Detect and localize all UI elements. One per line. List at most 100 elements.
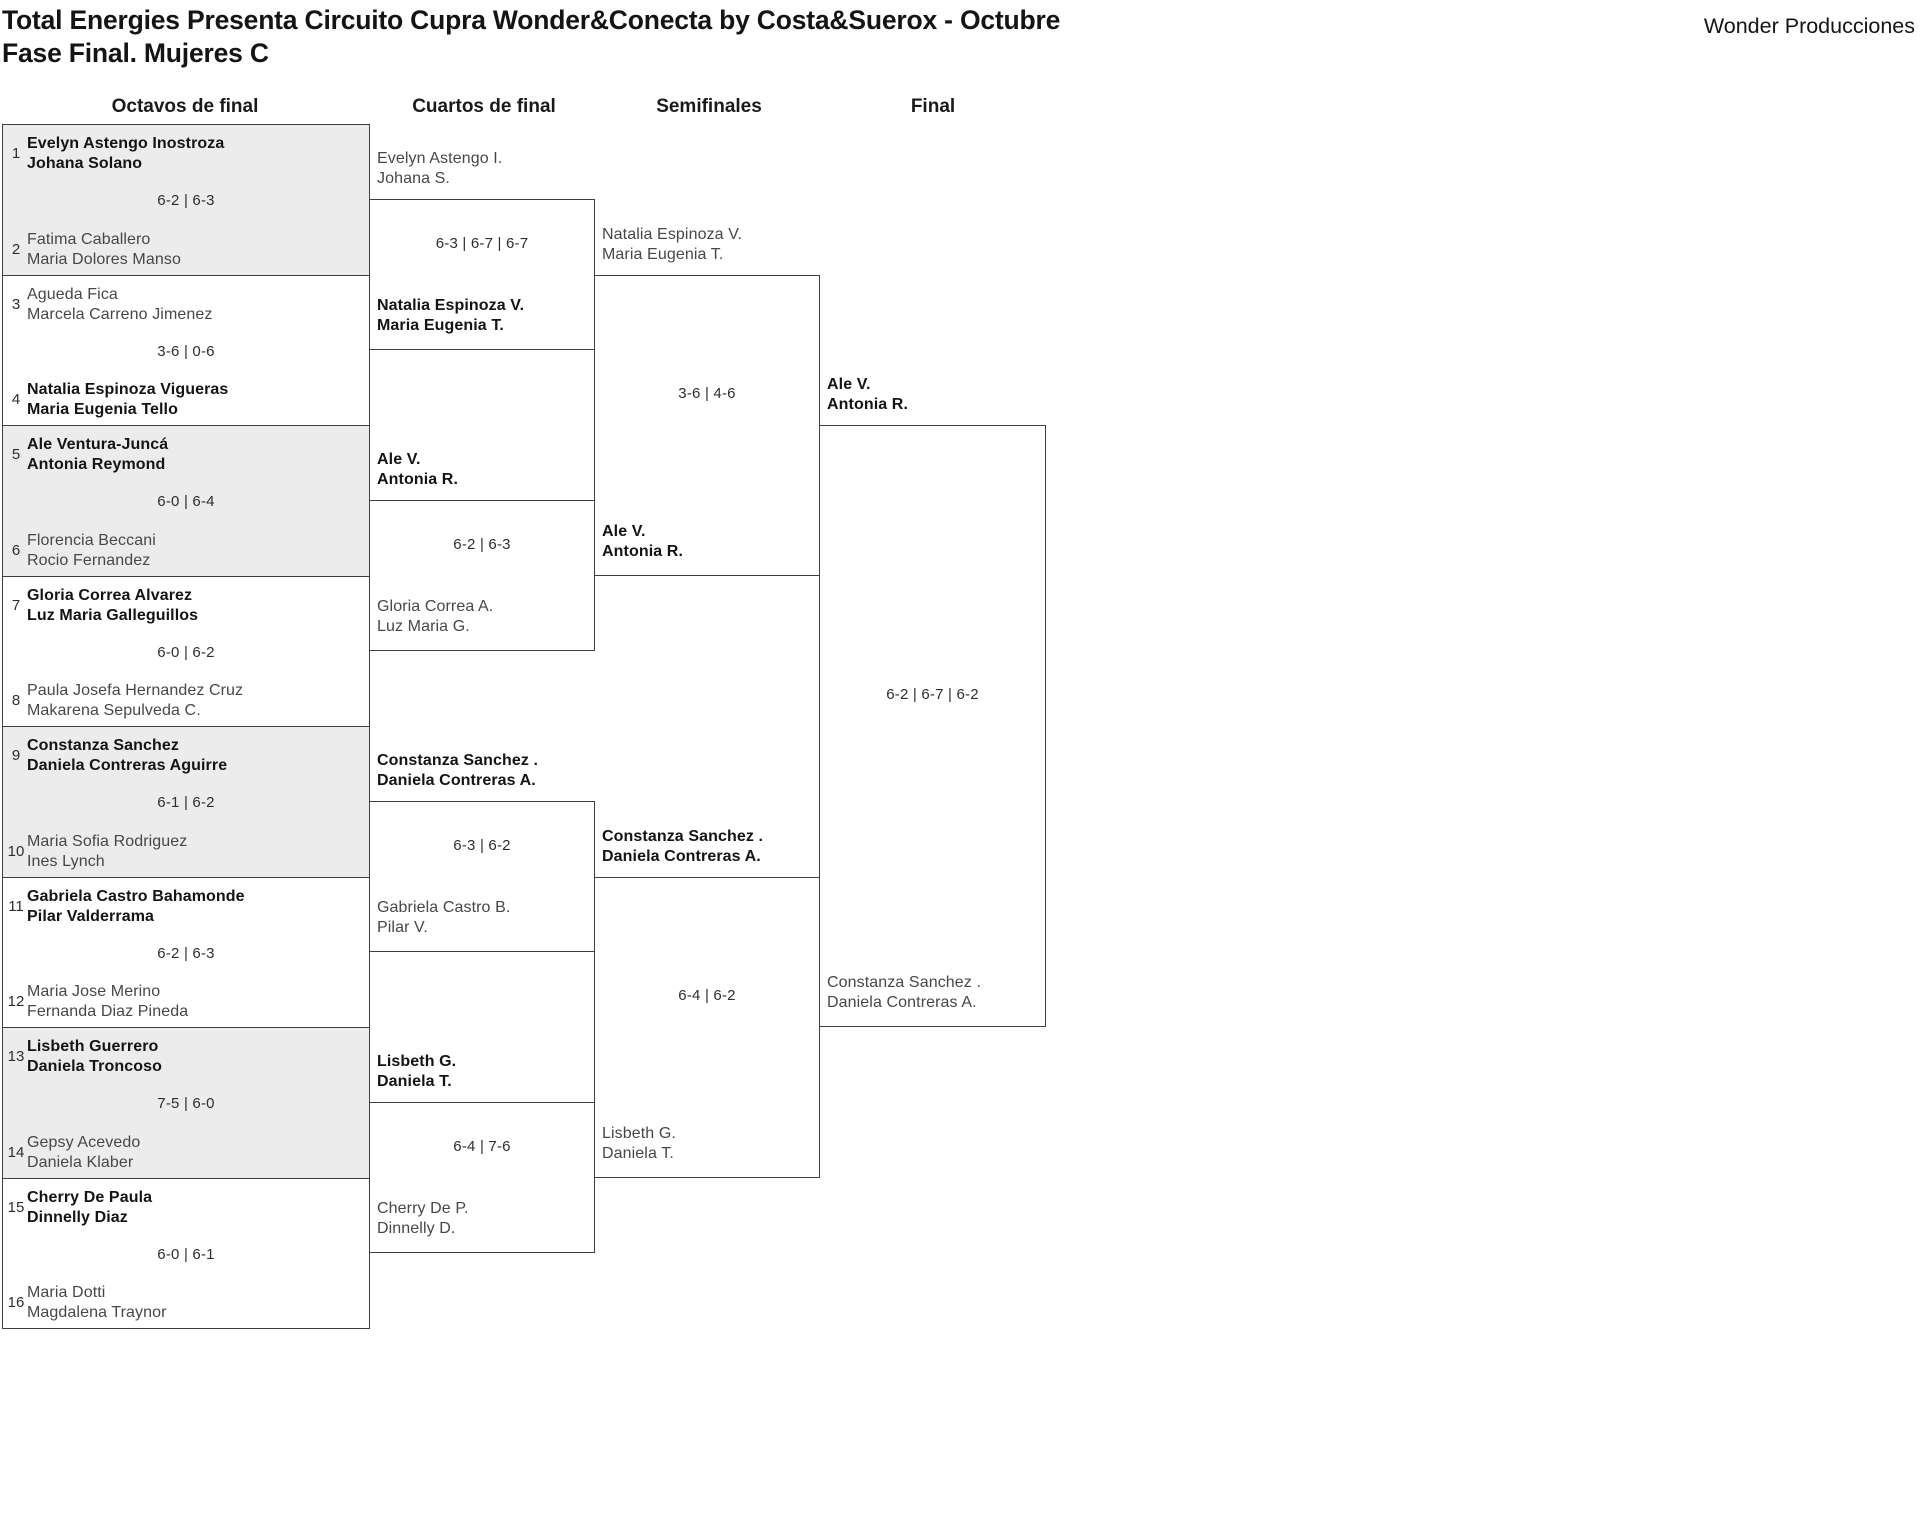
team-name-line: Pilar V. [377, 918, 428, 936]
team-name-line: Daniela Klaber [27, 1153, 134, 1171]
team-name-line: Agueda Fica [27, 285, 118, 303]
match-score: 6-2 | 6-3 [453, 535, 511, 553]
seed-number: 14 [7, 1143, 25, 1161]
seed-number: 16 [7, 1294, 25, 1311]
team-name-line: Antonia R. [827, 396, 908, 413]
team-name-line: Maria Eugenia Tello [27, 401, 178, 418]
cuartos-match [369, 500, 595, 651]
seed-number: 1 [11, 145, 21, 162]
team-name-line: Antonia Reymond [27, 456, 166, 473]
team-name-line: Lisbeth Guerrero [27, 1038, 159, 1055]
team-label: Lisbeth G. Daniela T. [602, 1124, 676, 1164]
team-name-line: Cherry De P. [377, 1199, 469, 1217]
title-line1: Total Energies Presenta Circuito Cupra W… [2, 5, 1061, 35]
team-name-line: Pilar Valderrama [27, 907, 155, 925]
team-name-line: Gabriela Castro Bahamonde [27, 887, 245, 905]
team-name-line: Antonia R. [602, 542, 683, 560]
team-name-line: Natalia Espinoza V. [602, 225, 743, 243]
team-label: Ale V. Antonia R. [827, 375, 908, 415]
team-name-line: Maria Sofia Rodriguez [27, 832, 188, 850]
seed-number: 11 [8, 897, 24, 915]
team-label: Lisbeth G.Daniela T. [377, 1052, 456, 1092]
team-label: Gabriela Castro B.Pilar V. [377, 898, 510, 938]
seed-number: 4 [11, 391, 21, 408]
team-name-line: Gepsy Acevedo [27, 1133, 141, 1151]
match-score: 6-0 | 6-2 [157, 643, 215, 661]
team-name-line: Maria Dotti [27, 1284, 106, 1301]
team-name-line: Ale Ventura-Juncá [27, 436, 169, 453]
team-name-line: Luz Maria Galleguillos [27, 606, 199, 624]
team-name-line: Florencia Beccani [27, 531, 156, 549]
seed-number: 13 [7, 1048, 25, 1065]
final-match [819, 425, 1046, 1027]
team-name-line: Constanza Sanchez . [602, 827, 764, 845]
team-label: Constanza Sanchez . Daniela Contreras A. [602, 827, 763, 867]
match-score: 3-6 | 4-6 [678, 385, 736, 402]
team-name-line: Maria Eugenia T. [602, 245, 724, 263]
team-name-line: Constanza Sanchez . [377, 752, 539, 770]
team-name-line: Fatima Caballero [27, 230, 151, 248]
team-label: Gloria Correa A.Luz Maria G. [377, 597, 493, 637]
team-name-line: Fernanda Diaz Pineda [27, 1003, 189, 1020]
match-score: 6-3 | 6-7 | 6-7 [435, 234, 529, 252]
team-name-line: Johana S. [377, 170, 450, 188]
seed-number: 6 [11, 541, 21, 559]
seed-number: 7 [11, 596, 21, 614]
team-name-line: Daniela Contreras A. [377, 772, 536, 790]
match-score: 6-2 | 6-3 [157, 192, 215, 209]
seed-number: 12 [7, 993, 25, 1010]
team-name-line: Constanza Sanchez . [827, 974, 981, 991]
match-score: 6-3 | 6-2 [453, 836, 511, 854]
team-name-line: Maria Dolores Manso [27, 250, 181, 268]
team-name-line: Dinnelly Diaz [27, 1208, 128, 1226]
page-title: Total Energies Presenta Circuito Cupra W… [2, 4, 1060, 70]
column-header-octavos: Octavos de final [111, 96, 259, 117]
match-score: 6-4 | 7-6 [453, 1137, 511, 1155]
team-name-line: Daniela Contreras A. [827, 994, 977, 1011]
seed-number: 10 [7, 842, 25, 860]
column-header-semifinales: Semifinales [656, 96, 762, 117]
team-name-line: Dinnelly D. [377, 1219, 456, 1237]
match-score: 6-2 | 6-3 [157, 944, 215, 962]
team-name-line: Marcela Carreno Jimenez [27, 305, 213, 323]
team-name-line: Evelyn Astengo I. [377, 150, 503, 168]
seed-number: 5 [11, 446, 21, 463]
team-name-line: Rocio Fernandez [27, 551, 151, 569]
team-name-line: Luz Maria G. [377, 617, 470, 635]
team-name-line: Ale V. [602, 522, 646, 540]
seed-number: 8 [11, 692, 21, 709]
team-name-line: Antonia R. [377, 471, 458, 489]
team-name-line: Lisbeth G. [602, 1124, 676, 1142]
match-score: 6-0 | 6-1 [157, 1245, 215, 1263]
team-name-line: Lisbeth G. [377, 1053, 457, 1071]
team-name-line: Johana Solano [27, 155, 143, 172]
team-name-line: Daniela T. [602, 1144, 674, 1162]
team-name-line: Daniela Contreras A. [602, 847, 761, 865]
team-name-line: Ale V. [827, 376, 871, 393]
team-name-line: Evelyn Astengo Inostroza [27, 135, 225, 152]
match-score: 7-5 | 6-0 [157, 1095, 215, 1112]
seed-number: 9 [11, 747, 21, 764]
match-score: 6-0 | 6-4 [157, 493, 215, 510]
team-name-line: Ines Lynch [27, 852, 105, 870]
team-name-line: Paula Josefa Hernandez Cruz [27, 682, 244, 699]
